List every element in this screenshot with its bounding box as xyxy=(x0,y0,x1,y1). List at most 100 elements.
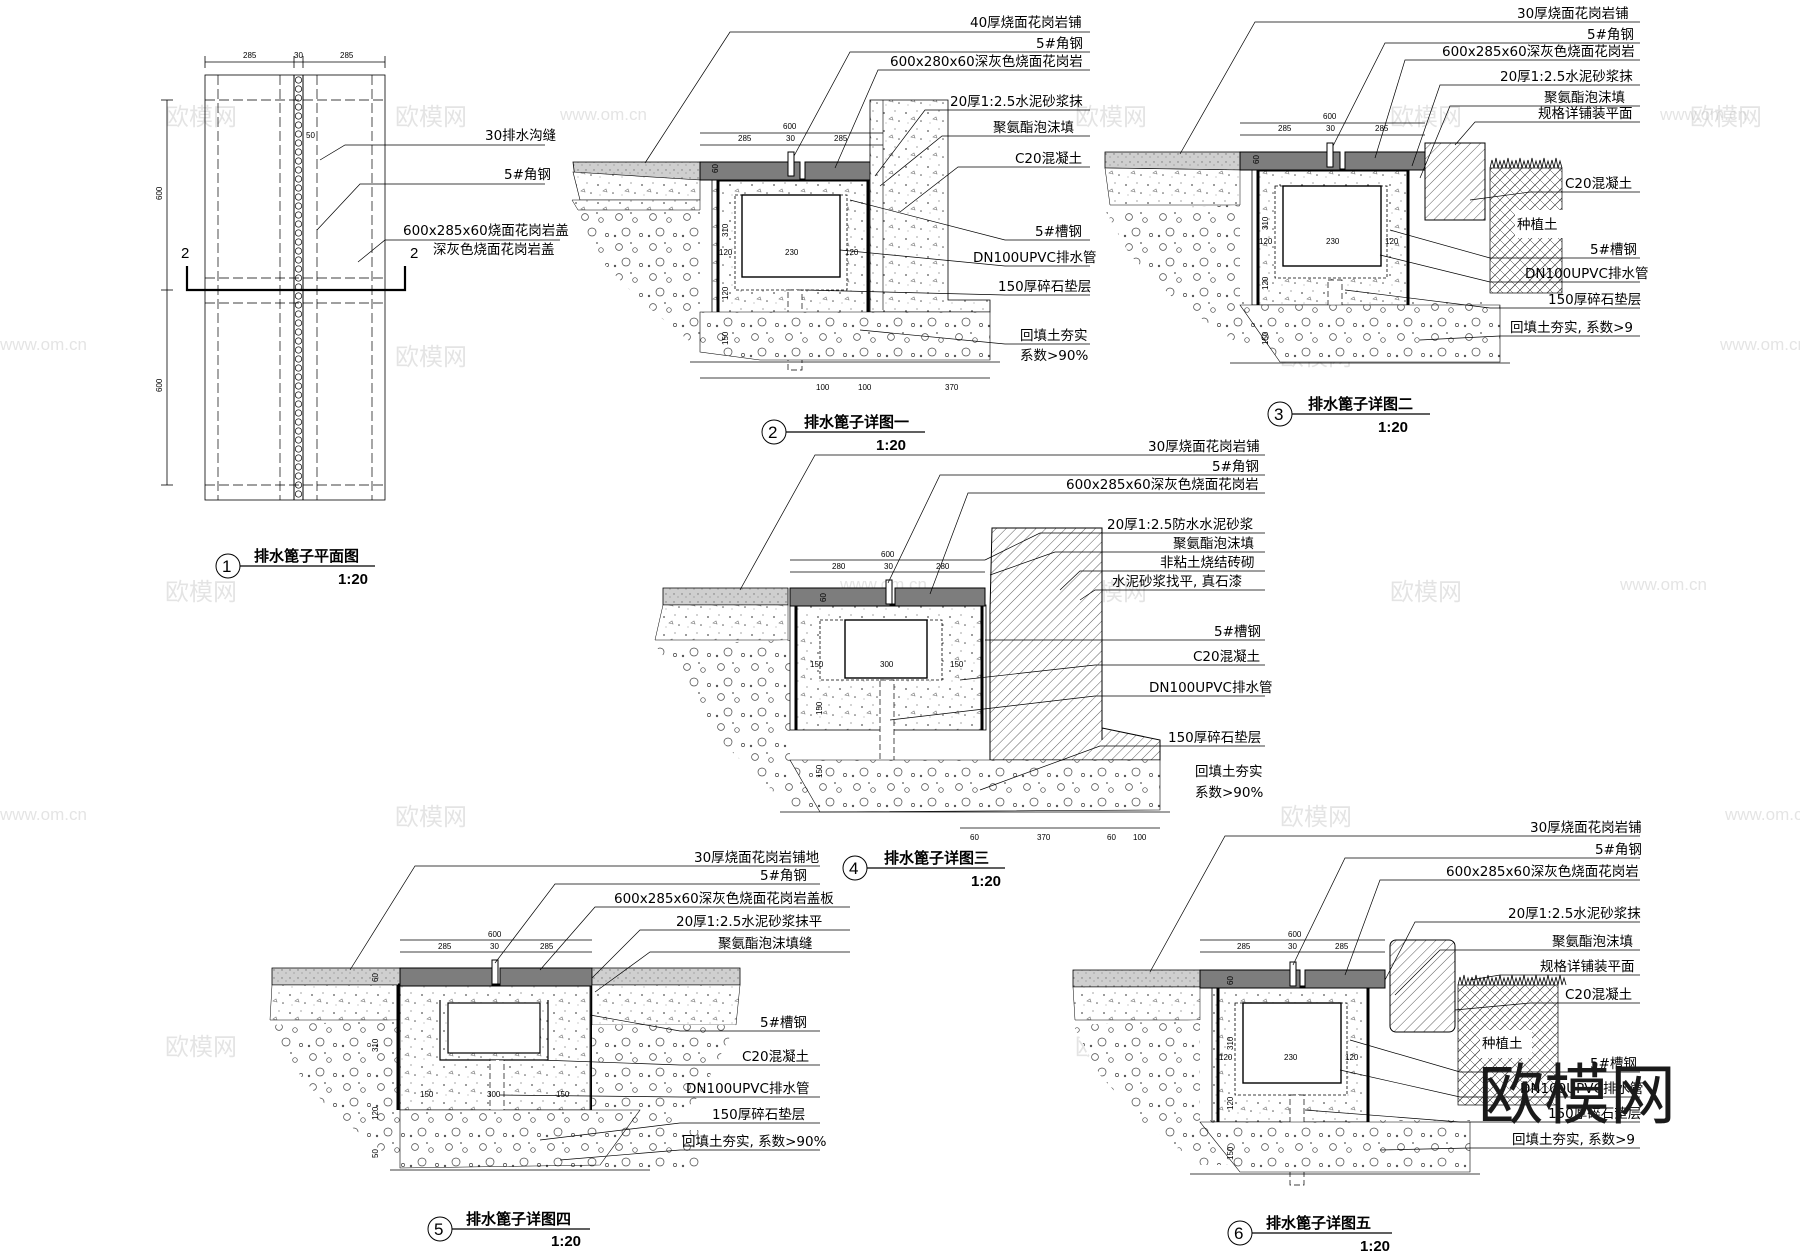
slot-dot xyxy=(294,265,303,273)
d5-label-11: 150厚碎石垫层 xyxy=(1548,1106,1641,1122)
d4-dim-9: 150 xyxy=(556,1090,570,1099)
d3-dim-9: 150 xyxy=(815,701,824,715)
slot-dot xyxy=(294,175,303,183)
d1-label-1: 40厚烧面花岗岩铺 xyxy=(970,15,1082,31)
slot-dot xyxy=(294,184,303,192)
d1-label-10: 回填土夯实 xyxy=(1020,328,1088,344)
watermark-url: www.om.cn xyxy=(1619,575,1707,594)
slot-dot xyxy=(294,220,303,228)
slot-dot xyxy=(294,157,303,165)
d1-dim-9: 120 xyxy=(845,248,859,257)
d5-dim-5: 60 xyxy=(1226,976,1235,985)
d4-dim-6: 310 xyxy=(371,1038,380,1052)
d3-label-4: 20厚1:2.5防水水泥砂浆 xyxy=(1107,517,1254,533)
slot-dot xyxy=(294,301,303,309)
slot-dot xyxy=(294,256,303,264)
d5-dim-8: 230 xyxy=(1284,1053,1298,1062)
d2-dim-8: 230 xyxy=(1326,237,1340,246)
slot-dot xyxy=(294,418,303,426)
d4-label-3: 600x285x60深灰色烧面花岗岩盖板 xyxy=(614,890,834,907)
d3-dim-8: 150 xyxy=(950,660,964,669)
d3-label-9: C20混凝土 xyxy=(1193,649,1260,665)
d1-dim-14: 370 xyxy=(945,383,959,392)
d1-label-7: 5#槽钢 xyxy=(1035,224,1082,240)
slot-dot xyxy=(294,427,303,435)
d1-dim-2: 285 xyxy=(738,134,752,143)
d3-dim-1: 600 xyxy=(881,550,895,559)
detail-section-4: 600 285 30 285 60 310 150 300 150 120 50… xyxy=(269,850,850,1250)
d2-dim-1: 600 xyxy=(1323,112,1337,121)
d4-label-9: 150厚碎石垫层 xyxy=(712,1107,805,1123)
d4-title: 排水篦子详图四 xyxy=(466,1210,571,1228)
plan-label-1: 30排水沟缝 xyxy=(485,128,556,144)
d3-label-13: 系数>90% xyxy=(1195,785,1263,801)
d4-dim-4: 285 xyxy=(540,942,554,951)
d3-dim-2: 280 xyxy=(832,562,846,571)
detail-section-5: 600 285 30 285 60 310 120 230 120 120 15… xyxy=(1072,820,1643,1255)
watermark-text: 欧模网 xyxy=(165,1033,237,1061)
d1-dim-13: 100 xyxy=(858,383,872,392)
slot-dot xyxy=(294,454,303,462)
slot-dot xyxy=(294,463,303,471)
slot-dot xyxy=(294,103,303,111)
d4-dim-8: 300 xyxy=(487,1090,501,1099)
slot-dot xyxy=(294,148,303,156)
plan-dim-4: 600 xyxy=(155,186,164,200)
d4-dim-3: 30 xyxy=(490,942,499,951)
watermark-text: 欧模网 xyxy=(395,103,467,131)
watermark-text: 欧模网 xyxy=(395,803,467,831)
watermark-url: www.om.cn xyxy=(0,335,87,354)
d4-label-6: 5#槽钢 xyxy=(760,1015,807,1031)
d3-label-11: 150厚碎石垫层 xyxy=(1168,730,1261,746)
d1-label-3: 600x280x60深灰色烧面花岗岩 xyxy=(890,53,1083,70)
d5-label-1: 30厚烧面花岗岩铺 xyxy=(1530,820,1642,836)
d3-label-3: 600x285x60深灰色烧面花岗岩 xyxy=(1066,476,1259,493)
plan-dim-2: 30 xyxy=(294,51,303,60)
watermark-text: 欧模网 xyxy=(1390,578,1462,606)
d4-dim-2: 285 xyxy=(438,942,452,951)
d3-label-7: 水泥砂浆找平, 真石漆 xyxy=(1112,574,1242,590)
d2-dim-5: 60 xyxy=(1252,155,1261,164)
slot-dot xyxy=(294,85,303,93)
slot-dot xyxy=(294,229,303,237)
d3-label-1: 30厚烧面花岗岩铺 xyxy=(1148,439,1260,455)
d2-dim-7: 120 xyxy=(1259,237,1273,246)
d1-dim-5: 60 xyxy=(711,164,720,173)
d5-label-4: 20厚1:2.5水泥砂浆抹 xyxy=(1508,906,1641,922)
slot-dot xyxy=(294,292,303,300)
d2-label-10: DN100UPVC排水管 xyxy=(1525,266,1648,282)
plan-dim-6: 50 xyxy=(306,131,315,140)
watermark-url: www.om.cn xyxy=(1724,805,1800,824)
watermark-text: 欧模网 xyxy=(1390,103,1462,131)
d4-dim-7: 150 xyxy=(420,1090,434,1099)
corner-watermark: 欧模网 xyxy=(1478,1057,1676,1134)
slot-dot xyxy=(294,472,303,480)
d2-label-7: C20混凝土 xyxy=(1565,176,1632,192)
d3-dim-4: 280 xyxy=(936,562,950,571)
d1-dim-6: 310 xyxy=(721,223,730,237)
d2-label-12: 回填土夯实, 系数>9 xyxy=(1510,320,1633,336)
plan-dim-5: 600 xyxy=(155,378,164,392)
d5-dim-11: 150 xyxy=(1226,1146,1235,1160)
slot-dot xyxy=(294,445,303,453)
detail-section-1: 600 285 30 285 60 310 120 230 120 120 15… xyxy=(571,15,1096,454)
slot-dot xyxy=(294,274,303,282)
slot-dot xyxy=(294,94,303,102)
slot-dot xyxy=(294,328,303,336)
d4-scale: 1:20 xyxy=(551,1233,581,1250)
d1-scale: 1:20 xyxy=(876,437,906,454)
d1-title: 排水篦子详图一 xyxy=(804,413,909,431)
d1-dim-11: 150 xyxy=(721,331,730,345)
d5-label-3: 600x285x60深灰色烧面花岗岩 xyxy=(1446,863,1639,880)
slot-dot xyxy=(294,247,303,255)
d4-label-5: 聚氨酯泡沫填缝 xyxy=(718,936,813,952)
d4-dim-5: 60 xyxy=(371,973,380,982)
d3-dim-5: 60 xyxy=(819,593,828,602)
slot-dot xyxy=(294,319,303,327)
watermark-url: www.om.cn xyxy=(1659,105,1747,124)
slot-dot xyxy=(294,202,303,210)
d5-dim-4: 285 xyxy=(1335,942,1349,951)
d1-label-5: 聚氨酯泡沫填 xyxy=(993,120,1074,136)
d3-dim-12: 370 xyxy=(1037,833,1051,842)
